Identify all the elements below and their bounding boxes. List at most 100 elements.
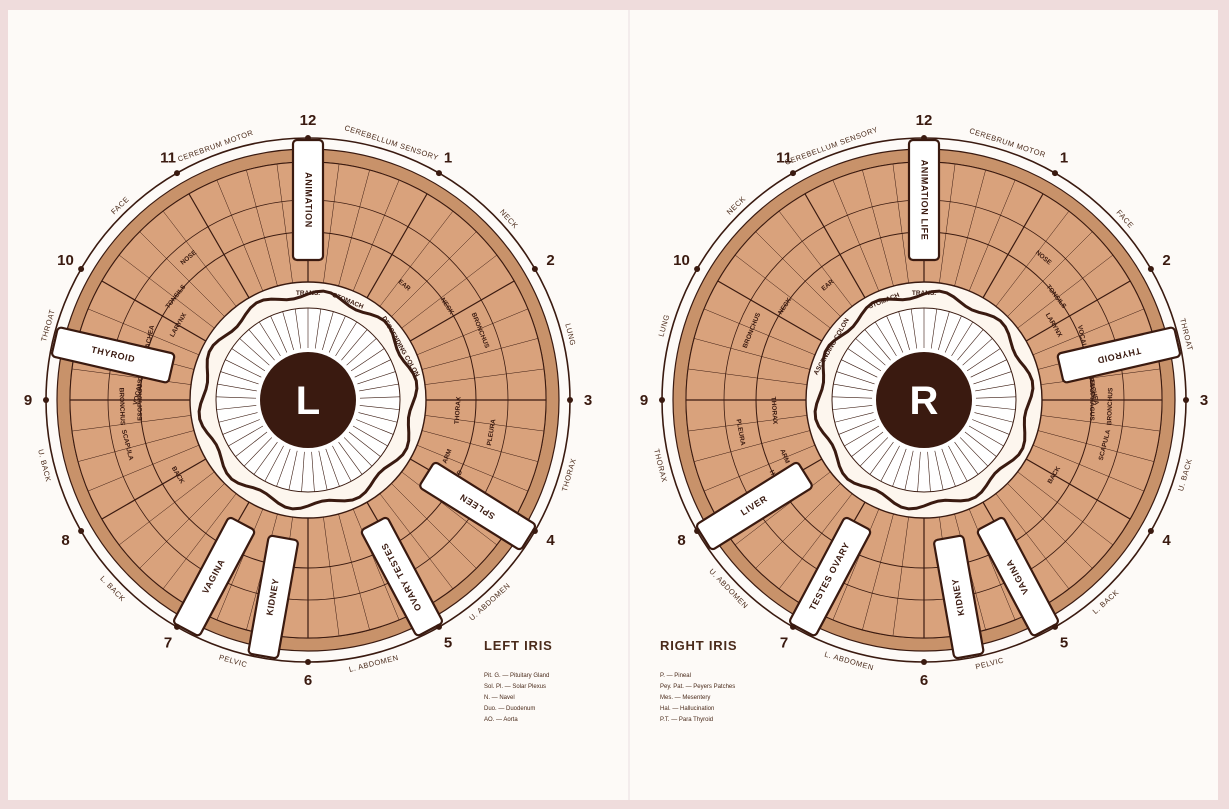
stomach-spoke [348, 431, 381, 457]
clock-dot [436, 623, 442, 630]
banner-box [247, 534, 299, 660]
stomach-spoke [944, 315, 962, 353]
outer-region-label: L. ABDOMEN [348, 653, 400, 674]
banner-box [789, 516, 872, 637]
organ-banner: ANIMATION LIFE [907, 138, 941, 262]
zone-division [778, 491, 854, 589]
zone-division [832, 507, 880, 620]
zone-label: THORAX [454, 396, 463, 425]
stomach-spoke [216, 396, 257, 399]
stomach-spoke [288, 450, 298, 491]
banner-box [695, 461, 813, 551]
zone-division [399, 254, 497, 330]
zone-division [755, 231, 843, 319]
zone-division [938, 164, 956, 286]
clock-number: 12 [916, 112, 933, 129]
clock-number: 11 [776, 150, 792, 167]
stomach-spoke [225, 359, 262, 378]
stomach-spoke [966, 348, 1001, 372]
outer-region-label: NECK [725, 194, 748, 216]
outer-region-label: FACE [1114, 208, 1135, 230]
stomach-spoke [938, 311, 950, 351]
stomach-spoke [294, 308, 302, 349]
stomach-spoke [927, 451, 931, 492]
stomach-spoke [930, 308, 938, 349]
outer-region-label: L. ABDOMEN [823, 650, 874, 673]
zone-division [862, 511, 895, 630]
stomach-spoke [314, 308, 322, 349]
stomach-spoke [258, 321, 281, 357]
stomach-spoke [869, 441, 894, 475]
zone-division [994, 211, 1070, 309]
stomach-spoke [311, 451, 315, 492]
clock-number: 2 [1162, 252, 1170, 269]
zone-division [337, 511, 370, 630]
zone-division [72, 414, 194, 432]
stomach-spoke [975, 383, 1015, 392]
stomach-spoke [968, 425, 1004, 447]
banner-box [360, 516, 443, 637]
clock-number: 4 [546, 532, 555, 549]
zone-label: BRONCHUS [117, 388, 125, 426]
clock-dot [659, 397, 665, 403]
clock-number: 7 [780, 634, 788, 651]
stomach-spoke [358, 412, 398, 423]
clock-dot [567, 397, 573, 403]
stomach-spoke [264, 445, 284, 482]
zone-division [1024, 280, 1131, 343]
outer-region-label: LUNG [657, 313, 672, 337]
banner-box [419, 461, 537, 551]
zone-division [981, 193, 1044, 300]
stomach-spoke [957, 329, 984, 361]
clock-number: 9 [640, 392, 648, 409]
zone-division [216, 180, 264, 293]
outer-region-label: LUNG [563, 322, 577, 346]
stomach-spoke [322, 311, 334, 351]
clock-number: 6 [920, 672, 928, 689]
zone-division [688, 414, 810, 432]
organ-banner: ANIMATION [291, 138, 325, 262]
clock-number: 8 [677, 532, 685, 549]
zone-division [389, 231, 477, 319]
zone-division [162, 211, 238, 309]
stomach-spoke [973, 371, 1012, 385]
stomach-spoke [346, 338, 377, 366]
zone-division [276, 164, 294, 286]
right-legend-line: Hal. — Hallucination [660, 706, 714, 712]
clock-dot [1052, 170, 1058, 177]
zone-label: BRONCHUS [1106, 387, 1114, 425]
zone-division [415, 444, 528, 492]
zone-division [1005, 481, 1093, 569]
clock-number: 10 [673, 252, 690, 269]
clock-number: 9 [24, 392, 32, 409]
stomach-spoke [222, 419, 260, 435]
stomach-spoke [216, 405, 257, 410]
zone-label: ESOPHAGUS [137, 379, 144, 421]
stomach-spoke [253, 441, 278, 475]
zone-division [419, 429, 538, 462]
zone-division [422, 368, 544, 386]
clock-dot [694, 266, 701, 272]
stomach-spoke [332, 445, 352, 482]
stomach-spoke [352, 425, 388, 447]
clock-dot [305, 659, 311, 665]
zone-division [735, 470, 833, 546]
zone-division [415, 308, 528, 356]
stomach-spoke [325, 448, 340, 487]
stomach-spoke [962, 338, 993, 366]
stomach-spoke [359, 405, 400, 410]
clock-dot [1147, 266, 1154, 272]
zone-division [1038, 414, 1160, 432]
zone-label: THORAX [769, 397, 778, 426]
zone-division [119, 254, 217, 330]
clock-dot [78, 528, 85, 534]
stomach-spoke [880, 445, 900, 482]
zone-division [1005, 231, 1093, 319]
banner-box [173, 516, 256, 637]
clock-dot [531, 528, 538, 534]
zone-division [352, 180, 400, 293]
clock-number: 1 [444, 150, 452, 167]
zone-division [968, 507, 1016, 620]
